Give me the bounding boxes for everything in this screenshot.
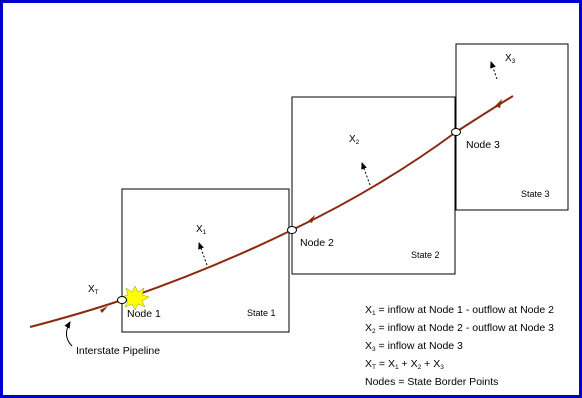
flow-label-x1: X1 bbox=[196, 224, 207, 236]
state-2-label: State 2 bbox=[411, 250, 440, 260]
node-3-marker[interactable] bbox=[451, 128, 461, 136]
pipeline-label: Interstate Pipeline bbox=[76, 345, 160, 357]
node-2-label: Node 2 bbox=[300, 237, 334, 249]
legend-line-4: XT = X1 + X2 + X3 bbox=[365, 358, 444, 371]
legend-line-3: X3 = inflow at Node 3 bbox=[365, 340, 463, 353]
node-1-marker[interactable] bbox=[117, 296, 127, 304]
state-3-label: State 3 bbox=[521, 189, 550, 199]
pipeline-callout-arrow bbox=[64, 321, 73, 347]
node-3-label: Node 3 bbox=[466, 139, 500, 151]
legend-line-2: X2 = inflow at Node 2 - outflow at Node … bbox=[365, 322, 554, 335]
pipeline-arrow-3 bbox=[495, 99, 502, 108]
flow-label-x2: X2 bbox=[349, 134, 360, 146]
legend: X1 = inflow at Node 1 - outflow at Node … bbox=[365, 304, 554, 388]
node-2-marker[interactable] bbox=[287, 226, 297, 234]
flow-label-xt: XT bbox=[88, 284, 99, 296]
pipeline-arrow-1 bbox=[100, 306, 108, 313]
pipeline-arrow-2 bbox=[308, 215, 315, 223]
state-1-label: State 1 bbox=[247, 308, 276, 318]
legend-line-1: X1 = inflow at Node 1 - outflow at Node … bbox=[365, 304, 554, 317]
burst-icon bbox=[120, 285, 150, 311]
legend-line-5: Nodes = State Border Points bbox=[365, 376, 498, 388]
node-1-label: Node 1 bbox=[127, 308, 161, 320]
state-3-box bbox=[455, 43, 569, 211]
flow-label-x3: X3 bbox=[505, 53, 516, 65]
flow-arrow-3 bbox=[490, 61, 498, 80]
